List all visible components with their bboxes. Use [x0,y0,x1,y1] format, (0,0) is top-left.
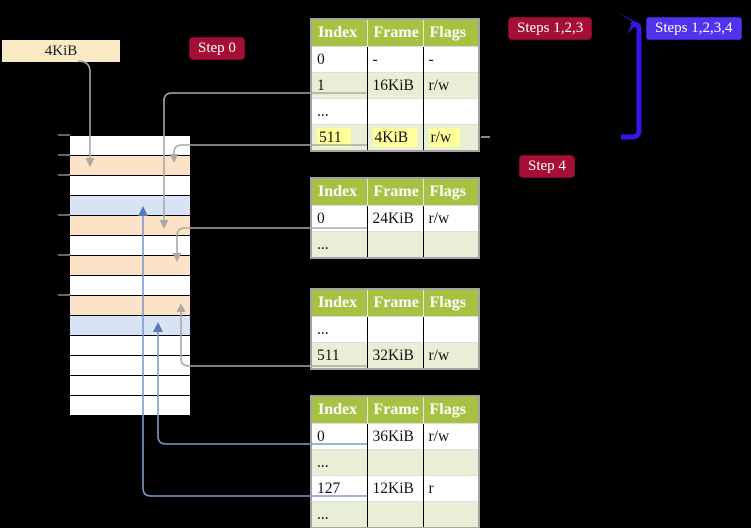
step-4-badge: Step 4 [519,155,575,178]
column-header-flags: Flags [422,289,479,317]
table-cell: r/w [422,124,479,151]
memory-row-10 [70,336,190,356]
column-header-index: Index [311,289,367,317]
table-cell: ... [311,98,367,125]
table-cell: r [422,475,479,502]
memory-row-11 [70,356,190,376]
table-row: ... [311,449,479,476]
column-header-index: Index [311,178,367,206]
column-header-frame: Frame [366,178,423,206]
table-cell [366,449,423,476]
recursive-loop-arrow [617,12,642,140]
table-row: ... [311,501,479,528]
table-row: ... [311,316,479,343]
memory-row-12 [70,376,190,396]
frame-4kib-label: 4KiB [2,40,120,62]
memory-row-7 [70,276,190,296]
table-cell: 24KiB [366,205,423,232]
memory-row-6 [70,256,190,276]
table-cell [422,501,479,528]
table-cell: r/w [422,342,479,369]
table-cell: 32KiB [366,342,423,369]
table-cell [366,231,423,258]
table-cell [366,316,423,343]
table-cell: ... [311,449,367,476]
memory-row-0 [70,136,190,156]
steps-1-2-3-4-badge: Steps 1,2,3,4 [646,17,742,40]
highlighted-value: 511 [317,127,351,147]
memory-row-4 [70,216,190,236]
column-header-flags: Flags [422,396,479,424]
table-cell: 12KiB [366,475,423,502]
table-cell: ... [311,501,367,528]
column-header-frame: Frame [366,396,423,424]
step-0-badge: Step 0 [189,37,245,60]
table-cell: 511 [311,124,367,151]
table-cell [422,98,479,125]
table-cell: 1 [311,72,367,99]
memory-row-8 [70,296,190,316]
table-cell: - [366,46,423,73]
column-header-flags: Flags [422,19,479,47]
column-header-index: Index [311,396,367,424]
address-tick-marks [58,134,70,296]
table-cell: r/w [422,205,479,232]
table-cell: r/w [422,423,479,450]
table-cell: ... [311,231,367,258]
column-header-flags: Flags [422,178,479,206]
table-row: 0-- [311,46,479,73]
table-cell: - [422,46,479,73]
table-cell [422,316,479,343]
table-row: ... [311,98,479,125]
memory-row-13 [70,396,190,416]
table-cell: 36KiB [366,423,423,450]
table-cell: 0 [311,46,367,73]
table-cell: 511 [311,342,367,369]
memory-column [70,135,190,416]
table-cell [366,98,423,125]
table-cell: ... [311,316,367,343]
column-header-frame: Frame [366,289,423,317]
column-header-index: Index [311,19,367,47]
table-row: ... [311,231,479,258]
memory-row-5 [70,236,190,256]
table-cell [422,231,479,258]
table-row: 511 4KiB r/w [311,124,479,151]
table-cell: 4KiB [366,124,423,151]
table-cell: 127 [311,475,367,502]
highlighted-value: r/w [428,127,461,147]
table-cell: 0 [311,423,367,450]
table-cell: 16KiB [366,72,423,99]
table-cell: r/w [422,72,479,99]
table-cell [422,449,479,476]
memory-row-2 [70,176,190,196]
column-header-frame: Frame [366,19,423,47]
table-cell [366,501,423,528]
memory-row-1 [70,156,190,176]
memory-row-9 [70,316,190,336]
memory-row-3 [70,196,190,216]
table-cell: 0 [311,205,367,232]
highlighted-value: 4KiB [372,127,418,147]
steps-1-2-3-badge: Steps 1,2,3 [508,17,593,40]
